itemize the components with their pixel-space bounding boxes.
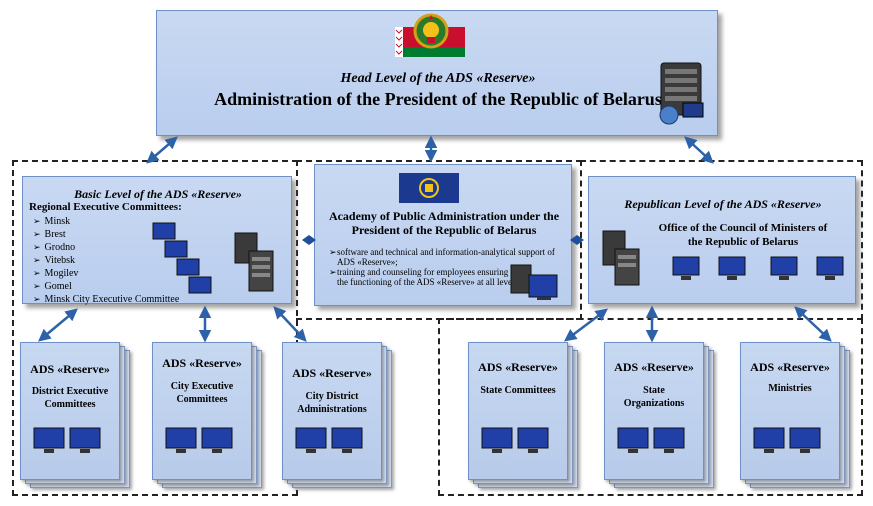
academy-bullet-1: software and technical and information-a… xyxy=(337,247,555,267)
list-item: Mogilev xyxy=(33,267,179,280)
bottom-label: State Committees xyxy=(480,385,556,396)
monitor-icon xyxy=(672,256,844,280)
bottom-label: District Executive Committees xyxy=(31,386,109,410)
bullet-icon: ➢ xyxy=(329,247,337,257)
arrow xyxy=(146,136,178,164)
republican-level-box: Republican Level of the ADS «Reserve» Of… xyxy=(588,176,856,304)
bottom-header: ADS «Reserve» xyxy=(162,356,242,370)
basic-title: Basic Level of the ADS «Reserve» xyxy=(74,187,242,201)
bottom-label: City District Administrations xyxy=(297,391,367,415)
bullet-icon: ➢ xyxy=(329,267,337,277)
republican-title: Republican Level of the ADS «Reserve» xyxy=(624,197,822,211)
head-level-box: Head Level of the ADS «Reserve» Administ… xyxy=(156,10,718,136)
head-title: Administration of the President of the R… xyxy=(214,89,662,109)
bottom-header: ADS «Reserve» xyxy=(750,360,830,374)
head-subtitle: Head Level of the ADS «Reserve» xyxy=(340,71,536,86)
server-icon xyxy=(234,232,274,292)
coat-of-arms-icon xyxy=(413,13,449,49)
republican-subtitle: Office of the Council of Ministers of th… xyxy=(658,222,828,248)
academy-title: Academy of Public Administration under t… xyxy=(328,209,560,237)
server-icon xyxy=(659,62,704,125)
arrow xyxy=(684,136,714,164)
bottom-label: Ministries xyxy=(768,383,812,394)
bottom-header: ADS «Reserve» xyxy=(30,362,110,376)
list-item: Minsk City Executive Committee xyxy=(33,293,180,306)
server-icon xyxy=(602,230,640,286)
monitor-icon xyxy=(152,222,212,294)
bottom-header: ADS «Reserve» xyxy=(614,360,694,374)
bottom-header: ADS «Reserve» xyxy=(478,360,558,374)
list-item: Brest xyxy=(33,228,179,241)
academy-logo-icon xyxy=(399,173,459,203)
list-item: Gomel xyxy=(33,280,179,293)
server-icon xyxy=(510,264,558,300)
globe-icon xyxy=(659,105,679,125)
basic-subtitle: Regional Executive Committees: xyxy=(29,201,182,213)
bottom-label: City Executive Committees xyxy=(170,381,234,405)
list-item: Minsk xyxy=(33,215,179,228)
basic-level-box: Basic Level of the ADS «Reserve» Regiona… xyxy=(22,176,292,306)
bottom-header: ADS «Reserve» xyxy=(292,366,372,380)
bottom-label: State Organizations xyxy=(623,385,685,409)
list-item: Vitebsk xyxy=(33,254,179,267)
region-list: Minsk Brest Grodno Vitebsk Mogilev Gomel… xyxy=(33,215,180,306)
academy-box: Academy of Public Administration under t… xyxy=(314,164,572,306)
academy-bullet-2: training and counseling for employees en… xyxy=(337,267,517,287)
list-item: Grodno xyxy=(33,241,179,254)
